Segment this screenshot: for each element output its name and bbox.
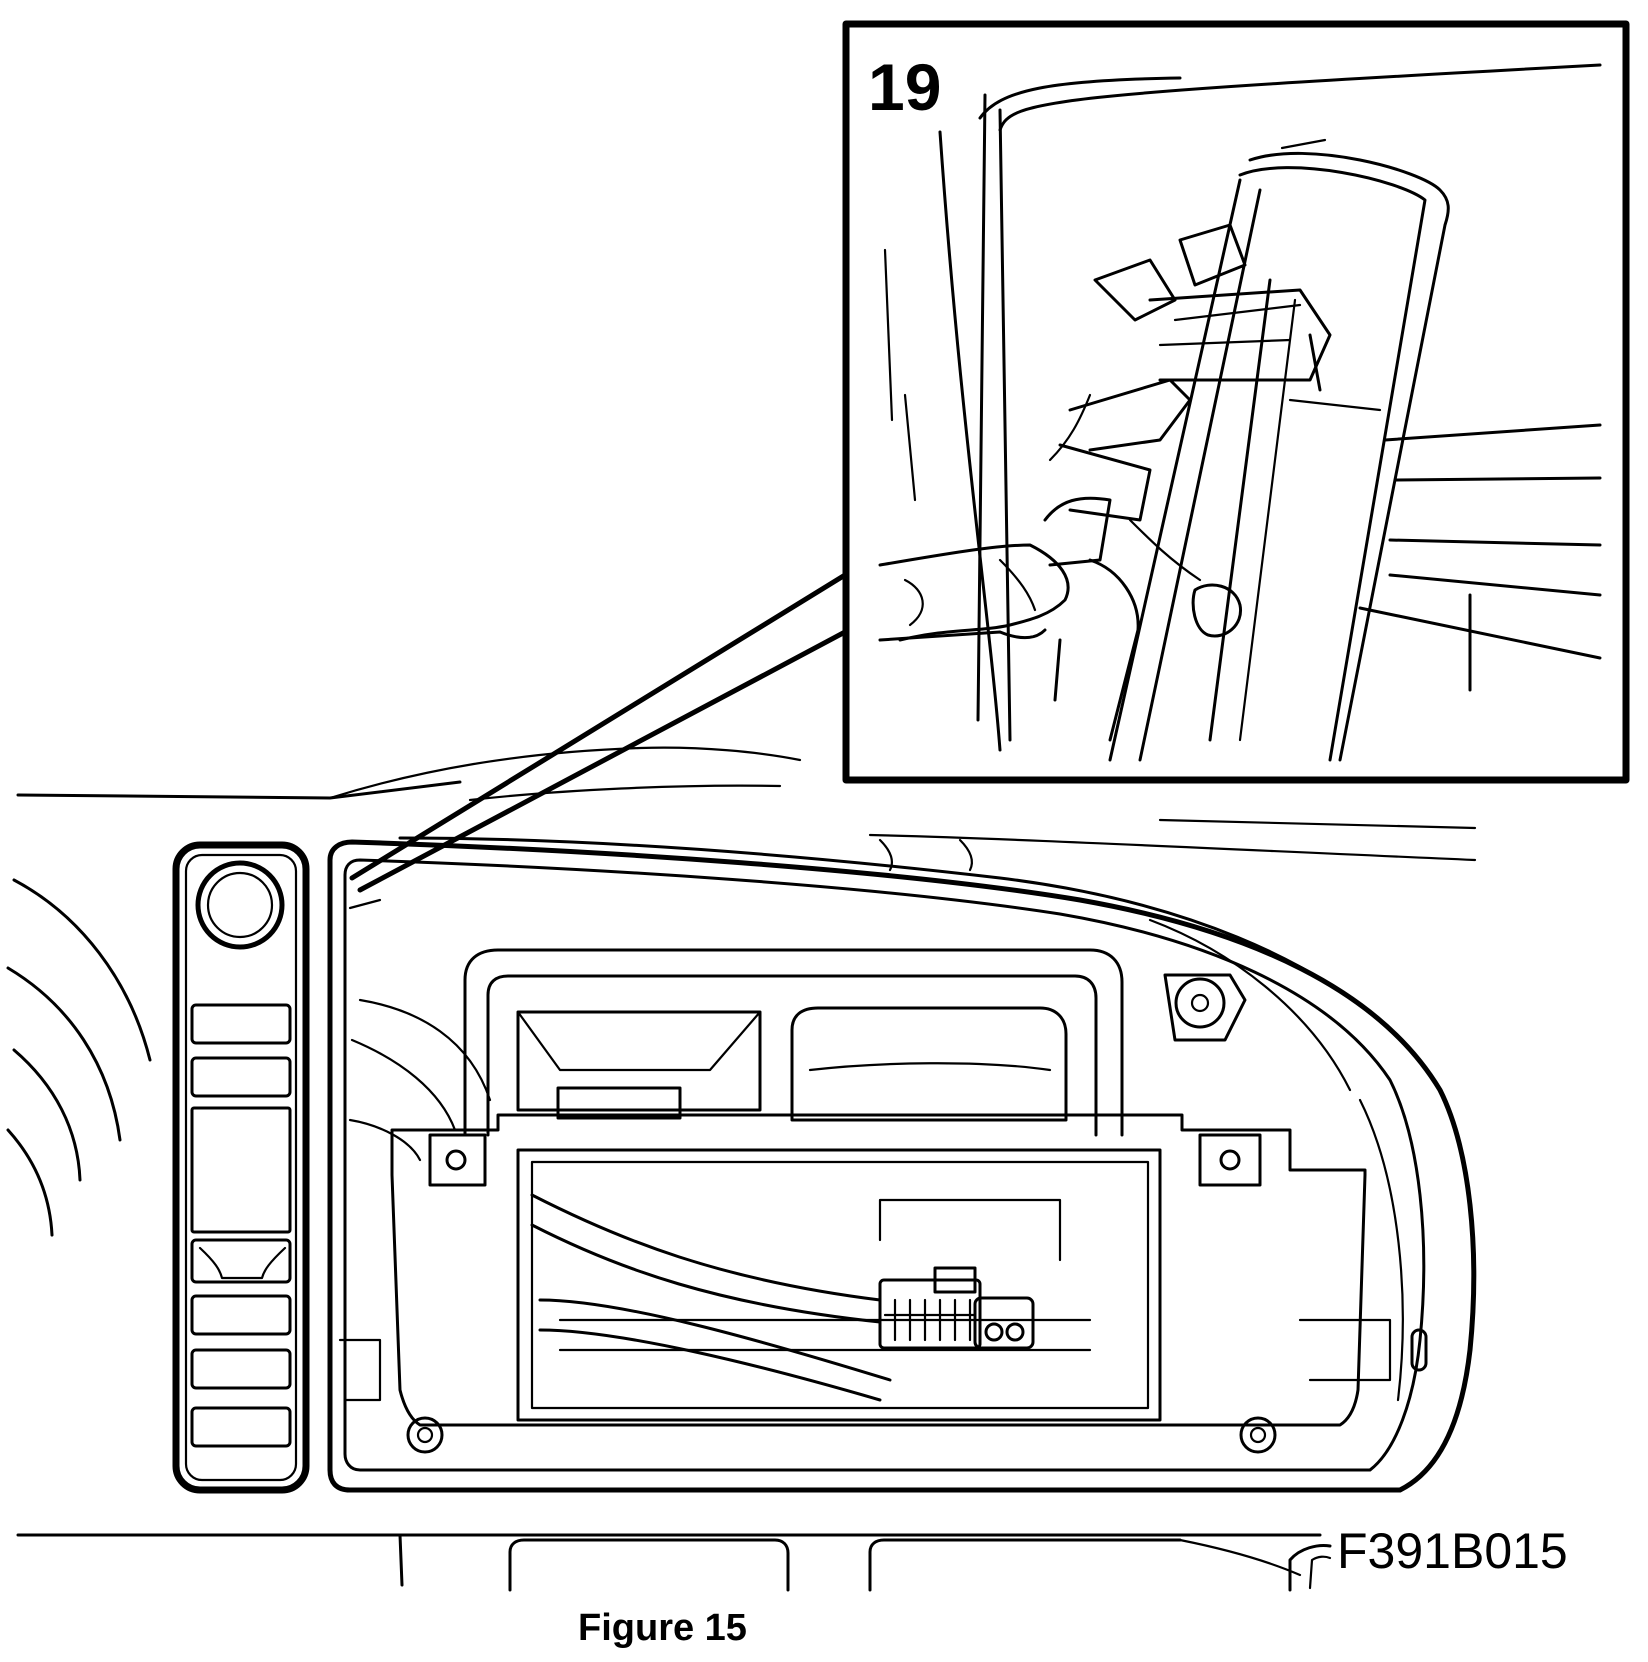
glovebox-opening — [327, 839, 1477, 1493]
hand-detail — [878, 543, 1140, 742]
wiring-connector — [878, 1266, 1035, 1350]
step-number: 19 — [868, 50, 941, 124]
panel-switch — [190, 1003, 292, 1045]
round-knob — [195, 860, 285, 950]
module-detail — [1108, 138, 1450, 762]
left-dashboard-arcs — [6, 878, 152, 1237]
dashboard-top-edge — [16, 746, 1477, 1042]
panel-switch — [190, 1056, 292, 1098]
connector-detail — [1043, 223, 1332, 638]
detail-inset: 19 — [842, 20, 1630, 784]
lower-dashboard — [16, 1533, 1332, 1592]
panel-switch — [190, 1238, 292, 1284]
zoom-leader-lines — [348, 572, 848, 910]
panel-blank — [190, 1106, 292, 1234]
figure-code: F391B015 — [1337, 1523, 1568, 1579]
dashboard-main-view — [6, 746, 1477, 1592]
panel-switch — [190, 1294, 292, 1336]
mounting-frame — [348, 948, 1124, 1162]
figure-caption: Figure 15 — [578, 1607, 747, 1649]
panel-switch — [190, 1348, 292, 1390]
switch-panel — [172, 841, 310, 1494]
control-module — [338, 973, 1428, 1454]
panel-switch — [190, 1406, 292, 1448]
